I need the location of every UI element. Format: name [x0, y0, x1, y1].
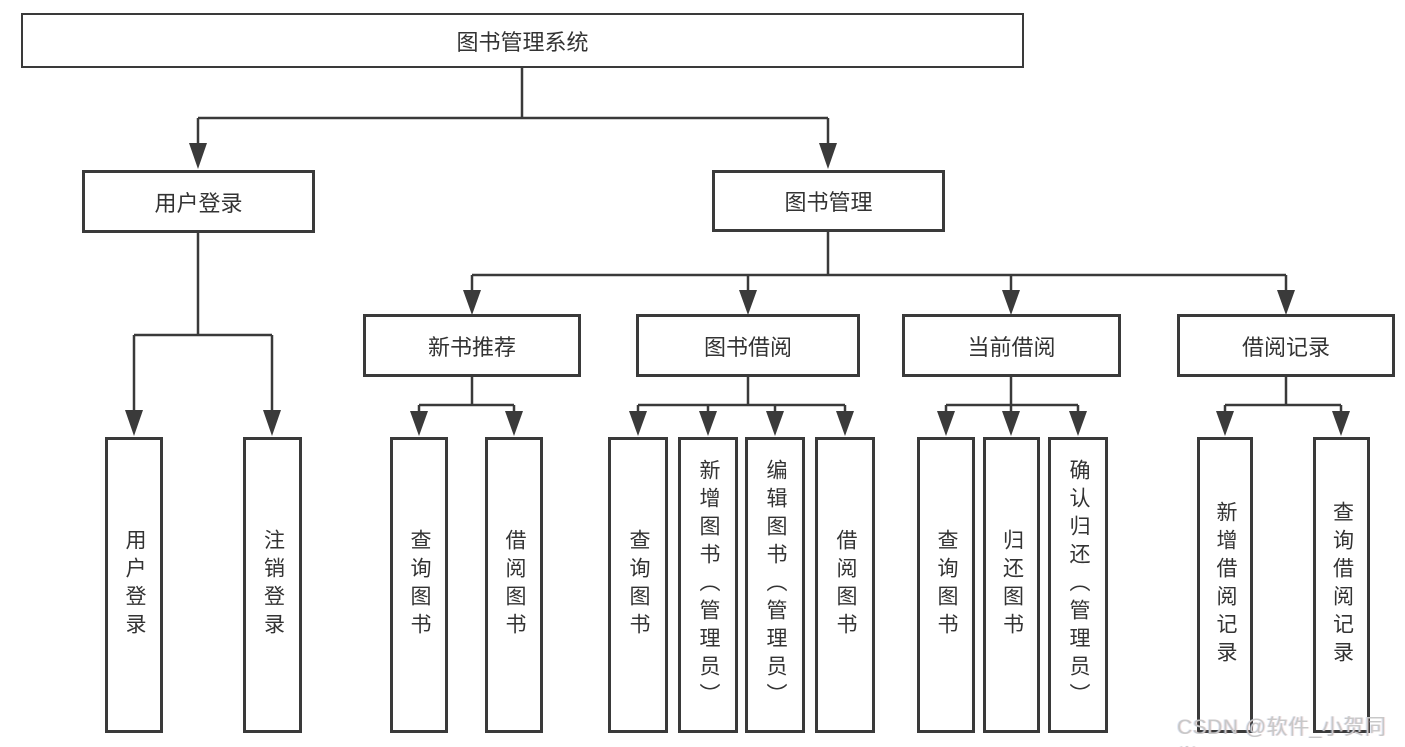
node-label: 新增图书（管理员） — [697, 459, 721, 711]
tree-edges — [132, 68, 1343, 413]
arrow-down-icon — [699, 411, 717, 436]
node-label: 新书推荐 — [427, 334, 516, 360]
arrow-down-icon — [819, 143, 837, 169]
arrowheads — [125, 143, 1350, 436]
arrow-down-icon — [1069, 411, 1087, 436]
arrow-down-icon — [766, 411, 784, 436]
node-label: 新增借阅记录 — [1214, 501, 1238, 669]
leaf-add-borrow-record: 新增借阅记录 — [1197, 437, 1253, 733]
node-label: 确认归还（管理员） — [1067, 459, 1091, 711]
watermark: CSDN @软件_小贺同学 — [1177, 716, 1387, 747]
node-user-login: 用户登录 — [82, 170, 315, 233]
node-current-borrowing: 当前借阅 — [902, 314, 1121, 377]
node-new-book-recommendation: 新书推荐 — [363, 314, 581, 377]
arrow-down-icon — [125, 410, 143, 436]
node-label: 图书借阅 — [703, 334, 792, 360]
arrow-down-icon — [1332, 411, 1350, 436]
node-label: 当前借阅 — [967, 334, 1056, 360]
node-label: 查询图书 — [408, 529, 432, 641]
arrow-down-icon — [1277, 290, 1295, 315]
node-label: 查询借阅记录 — [1330, 501, 1354, 669]
node-label: 编辑图书（管理员） — [764, 459, 788, 711]
node-borrowing-records: 借阅记录 — [1177, 314, 1395, 377]
leaf-borrow-books: 借阅图书 — [485, 437, 543, 733]
leaf-borrow-books: 借阅图书 — [815, 437, 875, 733]
arrow-down-icon — [836, 411, 854, 436]
arrow-down-icon — [505, 411, 523, 436]
node-label: 查询图书 — [627, 529, 651, 641]
arrow-down-icon — [189, 143, 207, 169]
node-book-management: 图书管理 — [712, 170, 945, 232]
leaf-user-login: 用户登录 — [105, 437, 163, 733]
arrow-down-icon — [410, 411, 428, 436]
arrow-down-icon — [1216, 411, 1234, 436]
arrow-down-icon — [937, 411, 955, 436]
arrow-down-icon — [1002, 411, 1020, 436]
arrow-down-icon — [739, 290, 757, 315]
node-label: 归还图书 — [1000, 529, 1024, 641]
arrow-down-icon — [463, 290, 481, 315]
node-label: 用户登录 — [123, 529, 147, 641]
node-label: 借阅图书 — [503, 529, 527, 641]
node-label: 图书管理系统 — [456, 29, 589, 55]
node-label: 查询图书 — [935, 529, 959, 641]
leaf-query-books: 查询图书 — [390, 437, 448, 733]
node-book-borrowing: 图书借阅 — [636, 314, 860, 377]
leaf-query-borrow-record: 查询借阅记录 — [1313, 437, 1370, 733]
node-label: 用户登录 — [154, 190, 243, 216]
node-library-management-system: 图书管理系统 — [21, 13, 1024, 68]
leaf-edit-books-admin: 编辑图书（管理员） — [745, 437, 805, 733]
node-label: 借阅记录 — [1241, 334, 1330, 360]
arrow-down-icon — [1002, 290, 1020, 315]
leaf-logout: 注销登录 — [243, 437, 302, 733]
arrow-down-icon — [263, 410, 281, 436]
arrow-down-icon — [629, 411, 647, 436]
node-label: 借阅图书 — [834, 529, 858, 641]
leaf-query-books: 查询图书 — [917, 437, 975, 733]
leaf-confirm-return-admin: 确认归还（管理员） — [1048, 437, 1108, 733]
leaf-add-books-admin: 新增图书（管理员） — [678, 437, 738, 733]
node-label: 注销登录 — [261, 529, 285, 641]
leaf-return-books: 归还图书 — [983, 437, 1040, 733]
leaf-query-books: 查询图书 — [608, 437, 668, 733]
node-label: 图书管理 — [784, 190, 873, 215]
